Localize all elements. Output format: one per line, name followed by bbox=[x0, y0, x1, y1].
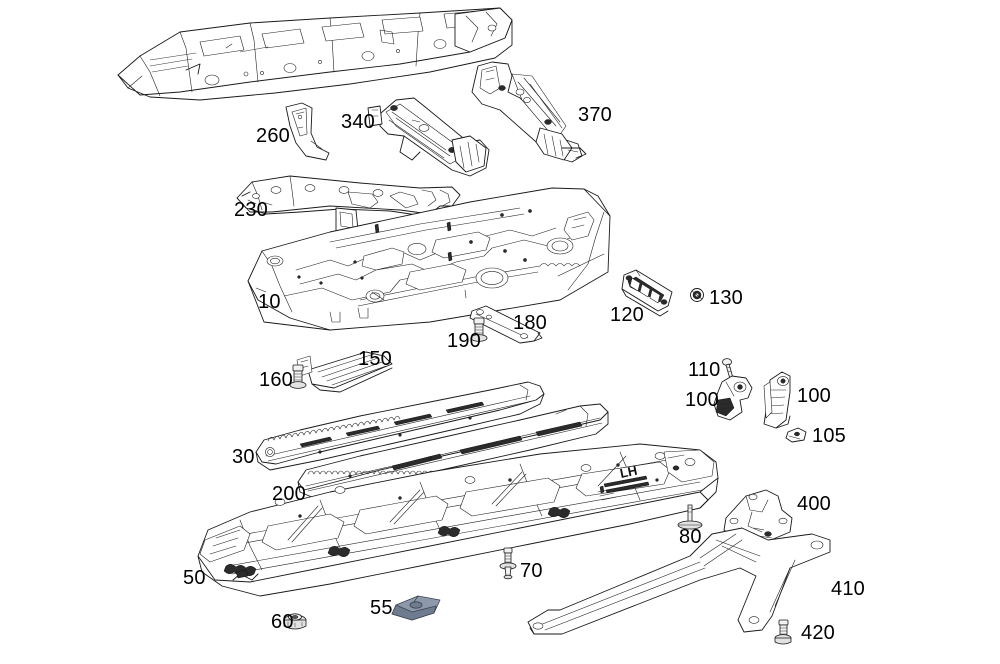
part-100-seat-latch-bracket-right bbox=[763, 371, 791, 429]
callout-label: 110 bbox=[688, 359, 721, 381]
callout-label: 120 bbox=[610, 304, 644, 326]
callout-label: 420 bbox=[801, 622, 835, 644]
callout-label: 60 bbox=[271, 611, 294, 633]
callout-label: 190 bbox=[447, 330, 481, 352]
part-70-push-pin-rivet bbox=[499, 547, 517, 580]
callout-label: 55 bbox=[370, 597, 393, 619]
part-120-reinforcement-rail-bracket bbox=[621, 269, 673, 317]
callout-10: 10 bbox=[258, 292, 281, 312]
callout-160: 160 bbox=[259, 370, 293, 390]
part-420-hex-flange-bolt bbox=[774, 619, 792, 645]
callout-30: 30 bbox=[232, 447, 255, 467]
callout-340: 340 bbox=[341, 112, 375, 132]
callout-label: 50 bbox=[183, 567, 206, 589]
callout-110: 110 bbox=[688, 360, 721, 380]
part-60-cap-nut bbox=[283, 613, 307, 630]
part-190-flange-bolt bbox=[470, 317, 488, 342]
callout-230: 230 bbox=[234, 200, 268, 220]
callout-label: 100 bbox=[685, 389, 719, 411]
callout-150: 150 bbox=[358, 349, 392, 369]
part-130-nut-clip bbox=[690, 288, 704, 302]
part-180-tie-strap bbox=[469, 305, 543, 344]
callout-label: 160 bbox=[259, 369, 293, 391]
callout-105: 105 bbox=[812, 426, 846, 446]
lh-marking: LH bbox=[597, 463, 659, 501]
callout-70: 70 bbox=[520, 561, 543, 581]
callout-label: 10 bbox=[258, 291, 281, 313]
callout-label: 80 bbox=[679, 526, 702, 548]
callout-420: 420 bbox=[801, 623, 835, 643]
callout-label: 105 bbox=[812, 425, 846, 447]
callout-label: 130 bbox=[709, 287, 743, 309]
part-160-flange-screw bbox=[289, 364, 307, 389]
callout-190: 190 bbox=[447, 331, 481, 351]
callout-80: 80 bbox=[679, 527, 702, 547]
part-370-seat-rail-assembly-right bbox=[471, 61, 587, 163]
part-100-seat-latch-bracket-left bbox=[713, 375, 753, 421]
part-200-side-member-rail-lower bbox=[297, 403, 609, 499]
callout-label: 400 bbox=[797, 493, 831, 515]
callout-400: 400 bbox=[797, 494, 831, 514]
callout-410: 410 bbox=[831, 579, 865, 599]
part-upper-cross-panel bbox=[117, 7, 513, 101]
part-50-underbody-shield-panel: LH bbox=[197, 443, 719, 597]
callout-label: 180 bbox=[513, 312, 547, 334]
callout-label: 340 bbox=[341, 111, 375, 133]
callout-120: 120 bbox=[610, 305, 644, 325]
callout-100-right: 100 bbox=[797, 386, 831, 406]
callout-130: 130 bbox=[709, 288, 743, 308]
callout-55: 55 bbox=[370, 598, 393, 618]
part-105-retaining-clip bbox=[785, 427, 807, 443]
callout-label: 370 bbox=[578, 104, 612, 126]
part-30-side-member-rail-upper bbox=[255, 381, 545, 471]
callout-370: 370 bbox=[578, 105, 612, 125]
part-410-diagonal-brace-strut bbox=[527, 527, 831, 635]
callout-50: 50 bbox=[183, 568, 206, 588]
callout-label: 410 bbox=[831, 578, 865, 600]
callout-260: 260 bbox=[256, 126, 290, 146]
callout-label: 150 bbox=[358, 348, 392, 370]
part-80-expanding-rivet bbox=[677, 504, 703, 530]
part-55-square-washer-plate[interactable] bbox=[391, 595, 441, 621]
part-10-main-floor-pan bbox=[247, 187, 611, 331]
callout-label: 200 bbox=[272, 483, 306, 505]
callout-100-left: 100 bbox=[685, 390, 719, 410]
svg-text:LH: LH bbox=[619, 463, 639, 481]
callout-label: 70 bbox=[520, 560, 543, 582]
callout-label: 230 bbox=[234, 199, 268, 221]
part-260-seat-mounting-bracket bbox=[285, 102, 330, 161]
part-340-seat-rail-assembly-left bbox=[367, 97, 490, 177]
callout-label: 30 bbox=[232, 446, 255, 468]
callout-label: 260 bbox=[256, 125, 290, 147]
callout-label: 100 bbox=[797, 385, 831, 407]
callout-60: 60 bbox=[271, 612, 294, 632]
callout-180: 180 bbox=[513, 313, 547, 333]
callout-200: 200 bbox=[272, 484, 306, 504]
